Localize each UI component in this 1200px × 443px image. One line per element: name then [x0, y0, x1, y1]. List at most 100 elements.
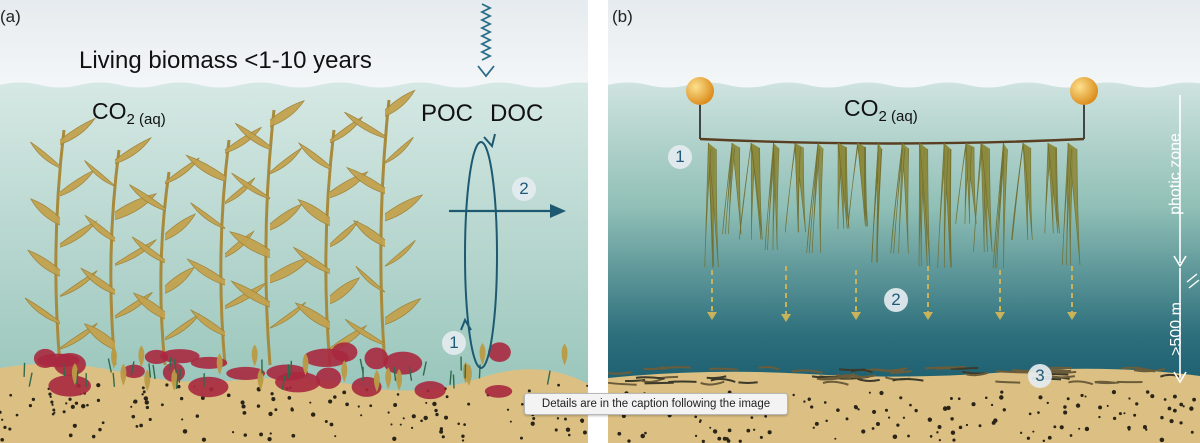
red-algae-clump: [315, 367, 342, 389]
sand-grain: [1159, 437, 1165, 443]
seagrass-blade: [422, 361, 427, 376]
farmed-kelp-frond: [994, 142, 1005, 269]
sand-grain: [836, 408, 840, 412]
sand-grain: [49, 395, 52, 398]
sand-grain: [854, 405, 859, 410]
sand-grain: [242, 410, 247, 415]
kelp-blade: [230, 280, 271, 308]
kelp-blade: [185, 154, 226, 182]
sand-grain: [810, 405, 814, 409]
sand-grain: [1133, 413, 1137, 417]
kelp-debris: [850, 368, 873, 374]
sand-grain: [887, 416, 891, 419]
kelp-blade: [30, 198, 61, 226]
red-algae-clump: [266, 364, 308, 381]
depth-arrowhead-icon: [1173, 371, 1187, 384]
farmed-kelp-frond: [704, 142, 712, 268]
kelp-debris: [1121, 366, 1143, 370]
kelp-farm-illustration: [608, 0, 1200, 443]
sand-grain: [909, 403, 912, 407]
sand-grain: [803, 400, 806, 403]
sand-grain: [148, 417, 152, 422]
sinking-arrows: [707, 266, 1077, 322]
panel-b-label: (b): [612, 7, 633, 26]
kelp-forest-illustration: [0, 0, 588, 443]
farmed-kelp-frond: [784, 142, 796, 233]
sand-grain: [141, 386, 145, 390]
sand-grain: [269, 432, 272, 435]
sand-grain: [1069, 434, 1073, 437]
sand-grain: [554, 428, 558, 432]
sand-grain: [946, 405, 951, 411]
sand-grain: [527, 389, 531, 393]
farmed-kelp-frond: [943, 142, 949, 268]
carbon-cycle-loop: [464, 141, 498, 369]
sand-grain: [759, 435, 763, 439]
red-algae-clump: [488, 342, 511, 363]
sand-grain: [1145, 390, 1150, 394]
sand-grain: [999, 395, 1004, 400]
farmed-kelp-frond: [1011, 142, 1024, 241]
sand-grain: [48, 392, 52, 396]
sand-grain: [871, 427, 875, 430]
sand-grain: [274, 408, 278, 412]
sand-grain: [369, 404, 373, 408]
kelp-debris: [1160, 373, 1181, 379]
sand-grain: [72, 423, 77, 428]
seagrass-blade: [28, 372, 33, 387]
kelp-blade: [234, 122, 271, 150]
sand-grain: [694, 434, 698, 438]
sand-grain: [309, 401, 312, 404]
kelp-blade: [30, 141, 61, 169]
sand-grain: [879, 390, 884, 396]
seagrass-blade: [175, 374, 179, 390]
sand-grain: [402, 417, 405, 420]
sand-grain: [65, 402, 68, 405]
sunlight-wave-icon: [479, 3, 493, 61]
sand-grain: [201, 437, 206, 442]
sand-grain: [965, 423, 969, 427]
farmed-kelp-frond: [722, 142, 733, 235]
seagrass-blade: [452, 374, 455, 389]
sand-grain: [291, 433, 296, 438]
sand-grain: [243, 433, 248, 437]
kelp-blade: [344, 111, 386, 139]
sand-grain: [1150, 394, 1155, 399]
small-kelp-blade: [138, 345, 145, 368]
kelp-debris: [892, 378, 924, 382]
sand-grain: [861, 429, 866, 434]
sand-grain: [434, 408, 438, 413]
sand-grain: [53, 411, 56, 414]
sand-grain: [1032, 430, 1035, 433]
sand-grain: [425, 401, 428, 404]
kelp-blade: [384, 194, 424, 222]
sand-grain: [256, 404, 261, 408]
sand-grain: [81, 403, 86, 409]
farmed-kelp-frond: [847, 142, 859, 227]
sand-grain: [439, 429, 444, 434]
kelp-debris: [706, 375, 727, 380]
sand-grain: [1038, 395, 1043, 400]
sand-grain: [50, 400, 54, 404]
sinking-arrowhead-icon: [995, 312, 1005, 320]
farmed-kelp-frond: [1067, 142, 1081, 266]
kelp-blade: [164, 157, 200, 185]
sand-grain: [1145, 428, 1148, 431]
kelp-debris: [996, 370, 1029, 374]
marker-1-a: 1: [442, 331, 466, 355]
sand-grain: [506, 408, 510, 411]
sand-grain: [971, 402, 976, 407]
sunk-kelp-debris: [608, 365, 1181, 386]
kelp-debris: [791, 369, 823, 374]
sand-grain: [868, 391, 871, 394]
seagrass-blade: [168, 356, 172, 372]
kelp-debris: [835, 373, 855, 378]
seagrass-blade: [112, 372, 116, 387]
kelp-blade: [84, 214, 116, 242]
sand-grain: [764, 415, 768, 418]
sand-grain: [556, 417, 560, 420]
sand-grain: [143, 396, 149, 401]
sand-grain: [133, 400, 137, 404]
sand-grain: [1037, 411, 1040, 414]
sand-grain: [1169, 418, 1174, 424]
